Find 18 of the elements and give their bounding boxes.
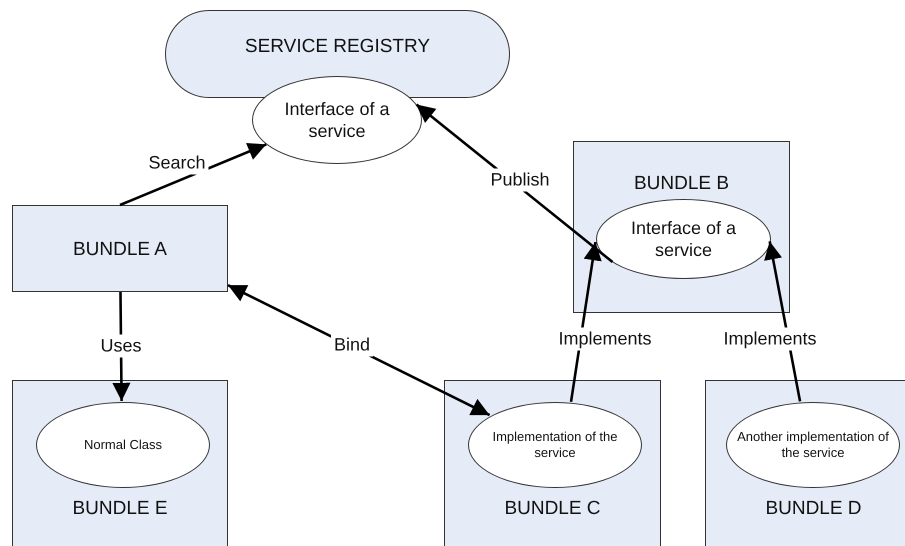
node-label: SERVICE REGISTRY — [244, 35, 432, 59]
bundle-box — [705, 380, 905, 546]
node-label: Interface of a service — [630, 216, 738, 262]
bundle-box — [573, 141, 790, 313]
bundle-box — [12, 205, 228, 292]
arrow — [120, 142, 267, 206]
node-label: Another implementation of the service — [736, 428, 890, 462]
node-label: BUNDLE A — [72, 238, 168, 262]
node-label: BUNDLE E — [71, 497, 169, 521]
node-label: BUNDLE C — [503, 497, 602, 521]
bundle-box — [444, 380, 661, 546]
node-label: Normal Class — [82, 436, 163, 454]
node-label: Interface of a service — [283, 98, 391, 142]
node-label: BUNDLE B — [632, 172, 730, 196]
node-label: Implementation of the service — [491, 428, 619, 462]
bundle-box — [12, 380, 228, 546]
edge-label: Bind — [330, 334, 374, 356]
node-label: BUNDLE D — [764, 497, 863, 521]
